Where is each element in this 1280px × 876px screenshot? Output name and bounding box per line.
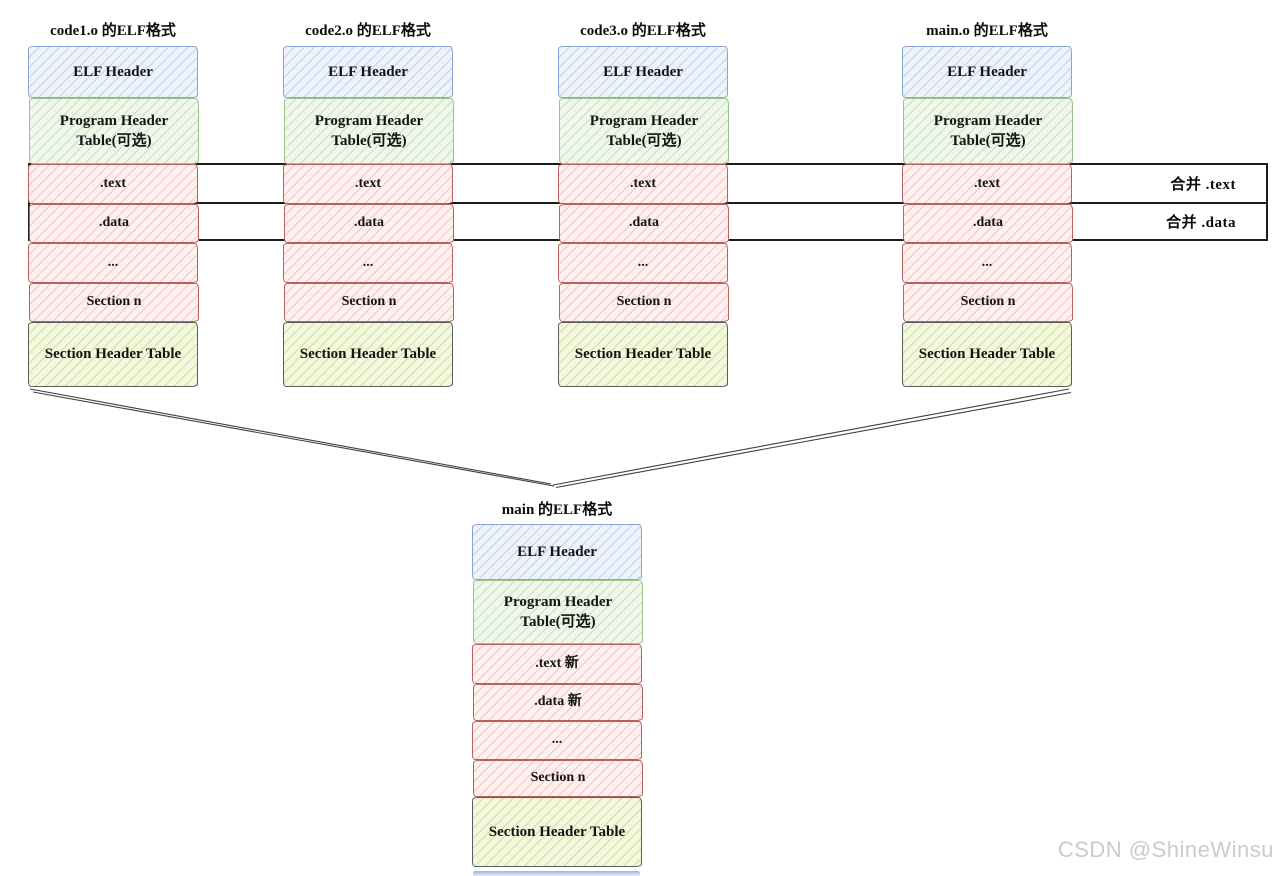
row-label: .text	[354, 175, 382, 191]
row-data-section: .data	[284, 204, 454, 243]
row-ellipsis-section: ...	[558, 243, 728, 283]
row-label: ...	[637, 254, 649, 270]
row-label: .text	[629, 175, 657, 191]
row-label: Section n	[341, 294, 397, 310]
row-section-n: Section n	[29, 283, 199, 322]
row-label: Program Header Table(可选)	[503, 593, 613, 630]
row-text-section: .text	[558, 164, 728, 204]
column-code3o: code3.o 的ELF格式 ELF Header Program Header…	[558, 12, 729, 387]
row-label: Section Header Table	[918, 346, 1056, 363]
column-code2o: code2.o 的ELF格式 ELF Header Program Header…	[283, 12, 454, 387]
row-label: ...	[981, 254, 993, 270]
row-program-header-table: Program Header Table(可选)	[559, 98, 729, 164]
row-section-n: Section n	[903, 283, 1073, 322]
row-text-section: .text	[28, 164, 198, 204]
column-code1o-title: code1.o 的ELF格式	[50, 22, 176, 39]
row-program-header-table: Program Header Table(可选)	[29, 98, 199, 164]
row-label: ELF Header	[947, 63, 1027, 80]
row-label: ELF Header	[73, 63, 153, 80]
row-label: Program Header Table(可选)	[589, 112, 699, 149]
column-code3o-title: code3.o 的ELF格式	[580, 22, 706, 39]
row-label: Section n	[86, 294, 142, 310]
row-label: ...	[107, 254, 119, 270]
row-data-section: .data	[903, 204, 1073, 243]
row-label: Section Header Table	[299, 346, 437, 363]
row-label: Section Header Table	[574, 346, 712, 363]
column-main-merged: main 的ELF格式 ELF Header Program Header Ta…	[472, 492, 643, 867]
row-label: .data	[973, 215, 1003, 231]
row-ellipsis-section: ...	[28, 243, 198, 283]
row-label: Section n	[616, 294, 672, 310]
row-section-header-table: Section Header Table	[558, 322, 728, 387]
column-code1o: code1.o 的ELF格式 ELF Header Program Header…	[28, 12, 199, 387]
row-data-section: .data	[559, 204, 729, 243]
column-code2o-title: code2.o 的ELF格式	[305, 22, 431, 39]
row-elf-header: ELF Header	[558, 46, 728, 98]
row-label: ELF Header	[328, 63, 408, 80]
row-elf-header: ELF Header	[902, 46, 1072, 98]
row-section-header-table: Section Header Table	[28, 322, 198, 387]
row-label: Section n	[530, 770, 586, 786]
row-label: ELF Header	[517, 543, 597, 560]
row-program-header-table: Program Header Table(可选)	[284, 98, 454, 164]
row-label: Section Header Table	[488, 823, 626, 840]
row-section-header-table: Section Header Table	[283, 322, 453, 387]
row-label: .data	[629, 215, 659, 231]
row-label: .text 新	[535, 655, 579, 671]
row-section-n: Section n	[559, 283, 729, 322]
row-program-header-table: Program Header Table(可选)	[903, 98, 1073, 164]
row-section-header-table: Section Header Table	[902, 322, 1072, 387]
row-program-header-table: Program Header Table(可选)	[473, 580, 643, 644]
row-text-section: .text	[283, 164, 453, 204]
row-elf-header: ELF Header	[28, 46, 198, 98]
watermark: CSDN @ShineWinsu	[1057, 837, 1274, 862]
row-data-section: .data	[29, 204, 199, 243]
row-label: Program Header Table(可选)	[59, 112, 169, 149]
row-elf-header: ELF Header	[283, 46, 453, 98]
cutoff-next-box-edge	[473, 871, 640, 876]
merge-band-text: 合并 .text	[30, 165, 1266, 202]
column-maino-title: main.o 的ELF格式	[926, 22, 1048, 39]
row-label: Section n	[960, 294, 1016, 310]
row-text-section-new: .text 新	[472, 644, 642, 684]
row-label: .data 新	[534, 694, 582, 710]
row-data-section-new: .data 新	[473, 684, 643, 721]
row-label: ELF Header	[603, 63, 683, 80]
row-label: Program Header Table(可选)	[314, 112, 424, 149]
merge-band-data-label: 合并 .data	[1166, 215, 1236, 231]
row-ellipsis-section: ...	[283, 243, 453, 283]
row-label: ...	[551, 732, 563, 748]
row-label: .data	[354, 215, 384, 231]
row-section-n: Section n	[473, 760, 643, 797]
row-ellipsis-section: ...	[472, 721, 642, 760]
row-elf-header: ELF Header	[472, 524, 642, 580]
row-ellipsis-section: ...	[902, 243, 1072, 283]
column-main-merged-title: main 的ELF格式	[501, 501, 613, 518]
row-label: Program Header Table(可选)	[933, 112, 1043, 149]
row-text-section: .text	[902, 164, 1072, 204]
row-section-n: Section n	[284, 283, 454, 322]
row-label: Section Header Table	[44, 346, 182, 363]
merge-band-text-label: 合并 .text	[1170, 177, 1236, 193]
row-label: ...	[362, 254, 374, 270]
row-label: .text	[99, 175, 127, 191]
column-maino: main.o 的ELF格式 ELF Header Program Header …	[902, 12, 1073, 387]
row-label: .text	[973, 175, 1001, 191]
row-section-header-table: Section Header Table	[472, 797, 642, 867]
row-label: .data	[99, 215, 129, 231]
